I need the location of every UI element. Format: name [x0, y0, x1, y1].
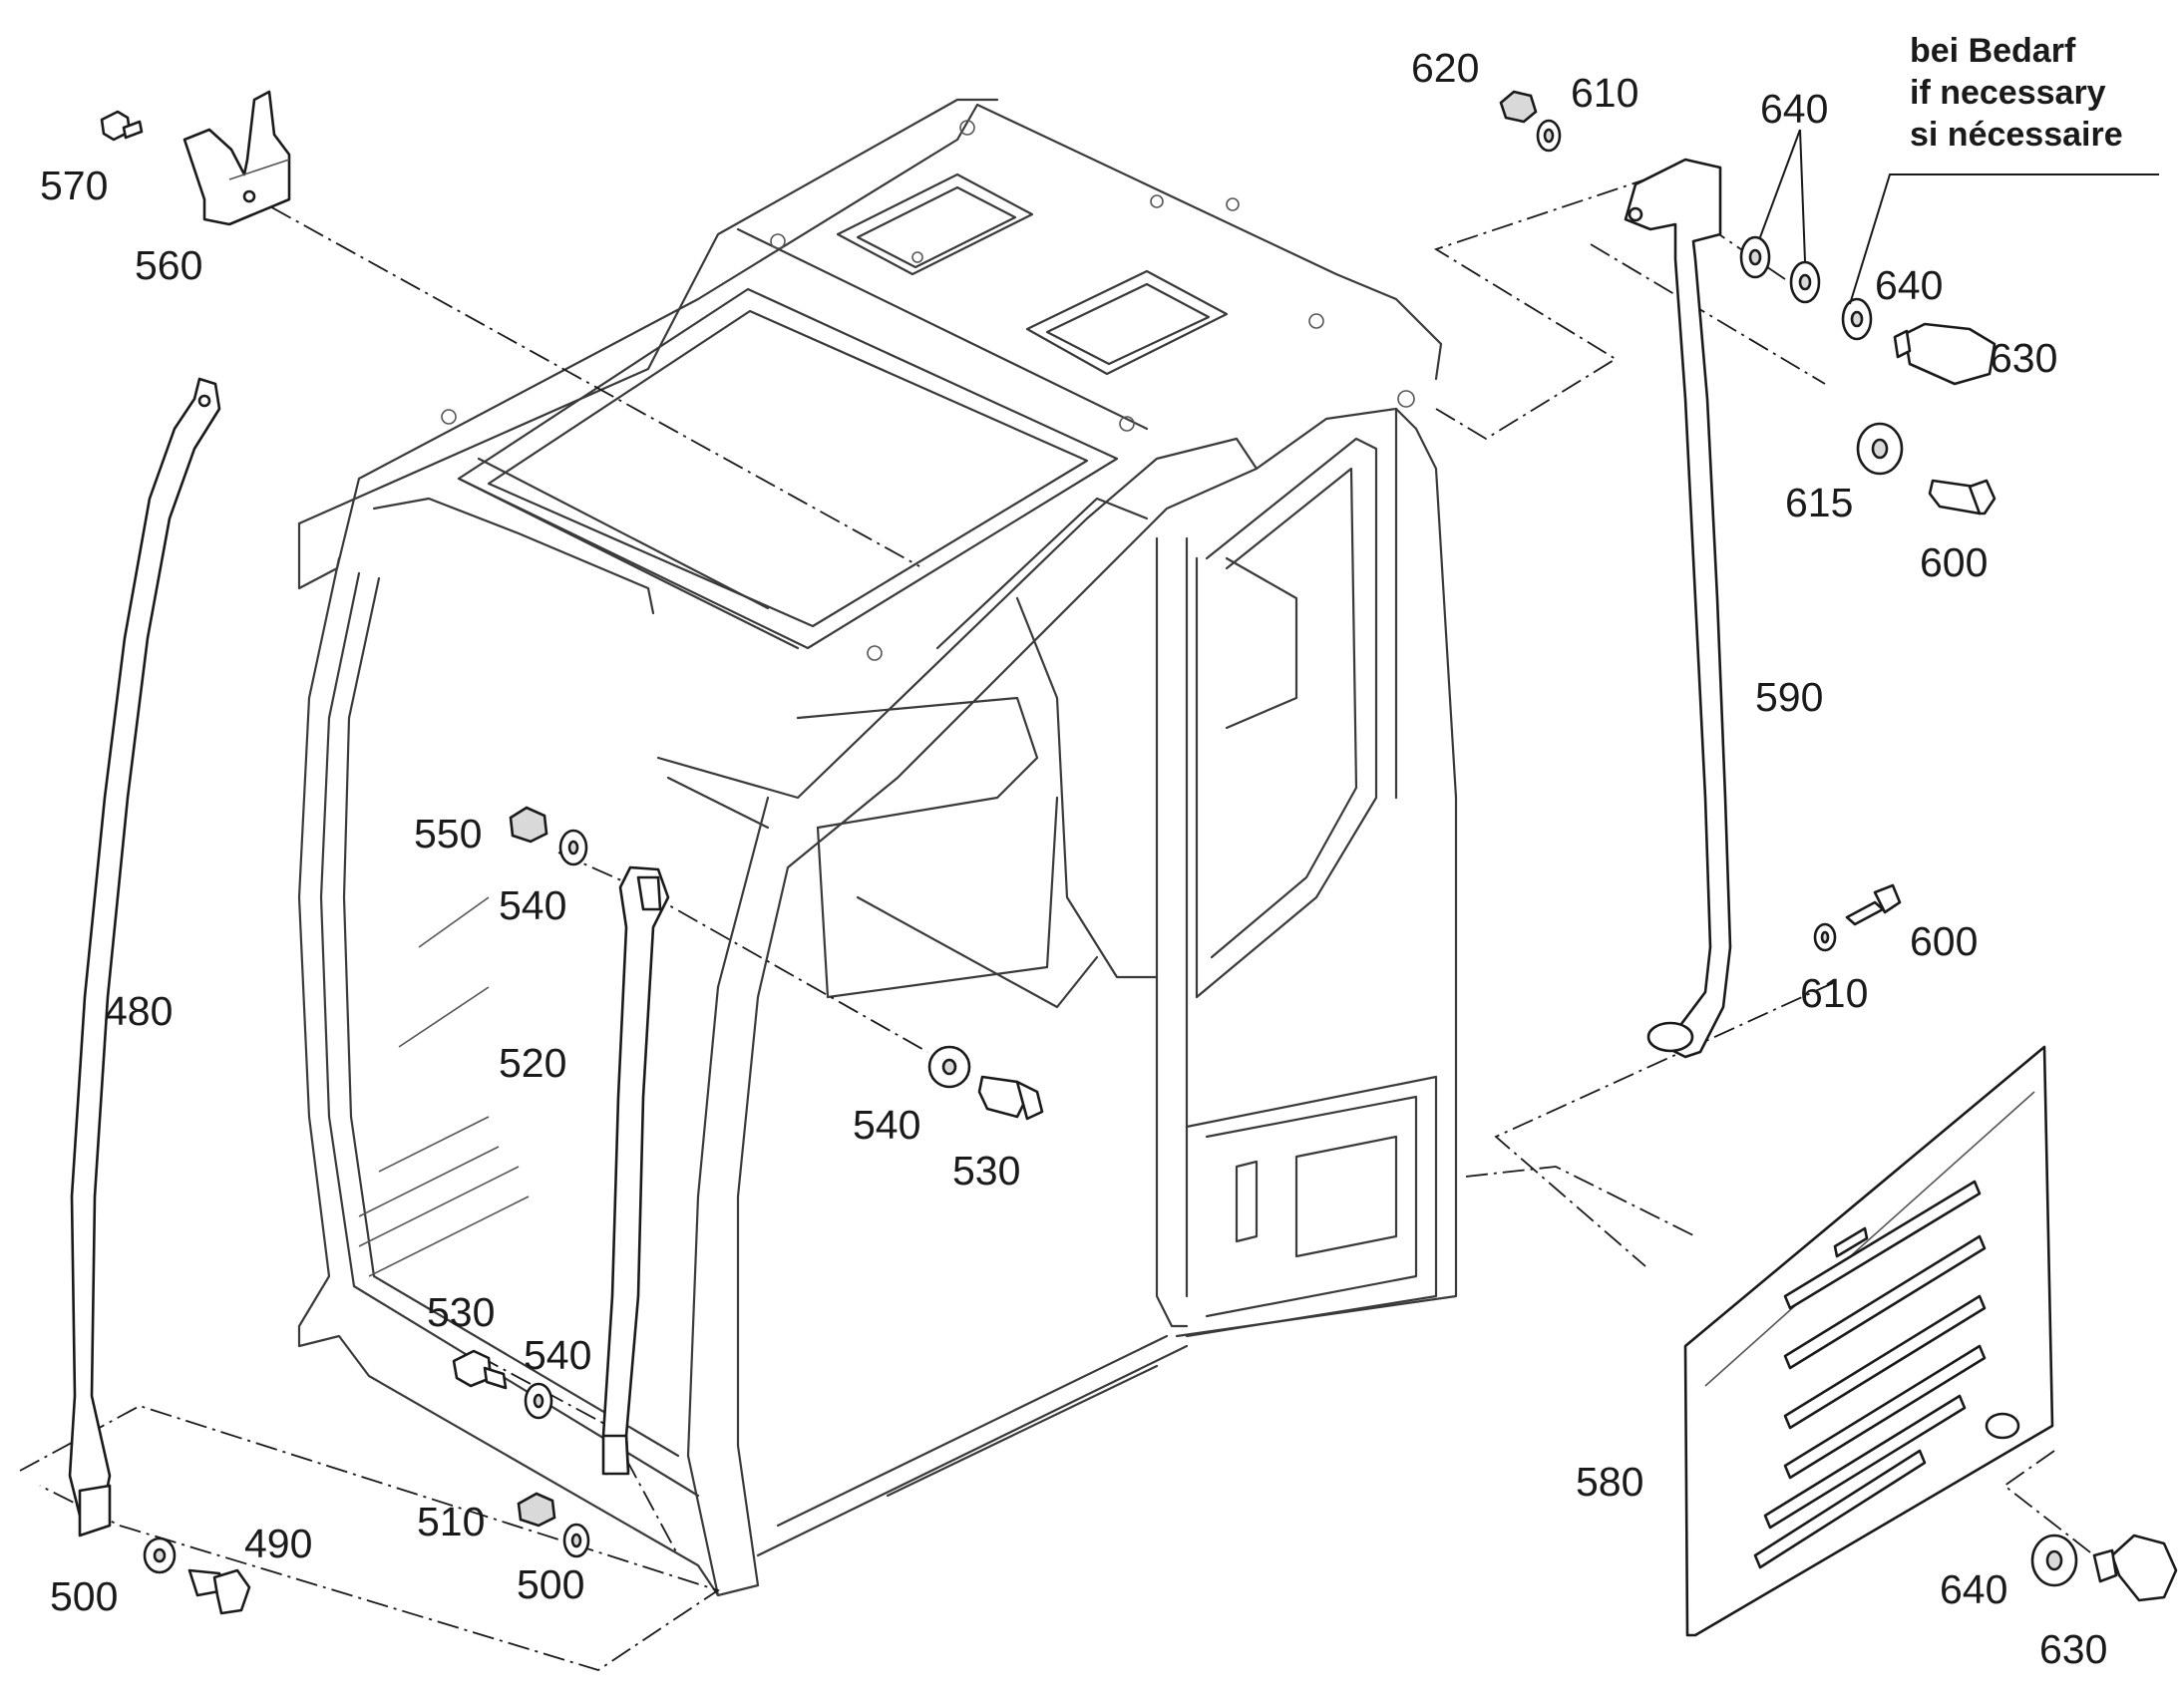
label-530: 530	[952, 1148, 1020, 1194]
handrail-480	[68, 377, 221, 1537]
label-540: 540	[853, 1102, 920, 1148]
leader-640-pair-a	[1759, 129, 1801, 238]
label-640: 640	[1875, 262, 1943, 308]
label-620: 620	[1411, 45, 1479, 91]
label-540: 540	[499, 882, 566, 928]
label-600: 600	[1910, 918, 1978, 964]
label-640: 640	[1940, 1566, 2007, 1612]
handrail-590	[1624, 158, 1732, 1059]
note-line-en: if necessary	[1910, 74, 2106, 112]
note-leader	[1849, 173, 2159, 305]
note-line-de: bei Bedarf	[1910, 32, 2076, 70]
label-490: 490	[244, 1521, 312, 1566]
label-610: 610	[1571, 70, 1638, 116]
label-560: 560	[135, 242, 202, 288]
fasteners	[100, 90, 2178, 1615]
label-570: 570	[40, 163, 108, 208]
label-500: 500	[50, 1573, 118, 1619]
part-labels: 620 610 640 640 630 615 600 590 600 610 …	[40, 45, 2107, 1672]
label-480: 480	[105, 988, 173, 1034]
leader-640-pair-b	[1799, 129, 1806, 262]
label-600: 600	[1920, 539, 1988, 585]
label-520: 520	[499, 1040, 566, 1086]
label-630: 630	[2039, 1626, 2107, 1672]
label-580: 580	[1576, 1459, 1643, 1505]
label-610: 610	[1800, 970, 1868, 1016]
label-540: 540	[524, 1332, 591, 1378]
assembly-lines	[19, 178, 2095, 1671]
label-615: 615	[1785, 480, 1853, 525]
label-510: 510	[417, 1499, 485, 1544]
label-630: 630	[1990, 335, 2057, 381]
label-530: 530	[427, 1289, 495, 1335]
cab-frame	[297, 98, 1458, 1597]
label-640: 640	[1760, 86, 1828, 132]
handrail-520	[601, 865, 670, 1476]
label-500: 500	[517, 1561, 584, 1607]
bracket-560	[182, 90, 291, 226]
label-550: 550	[414, 811, 482, 856]
cover-plate-580	[1683, 1045, 2054, 1637]
note-line-fr: si nécessaire	[1910, 116, 2123, 154]
label-590: 590	[1755, 674, 1823, 720]
note-if-necessary: bei Bedarf if necessary si nécessaire	[1910, 32, 2123, 154]
